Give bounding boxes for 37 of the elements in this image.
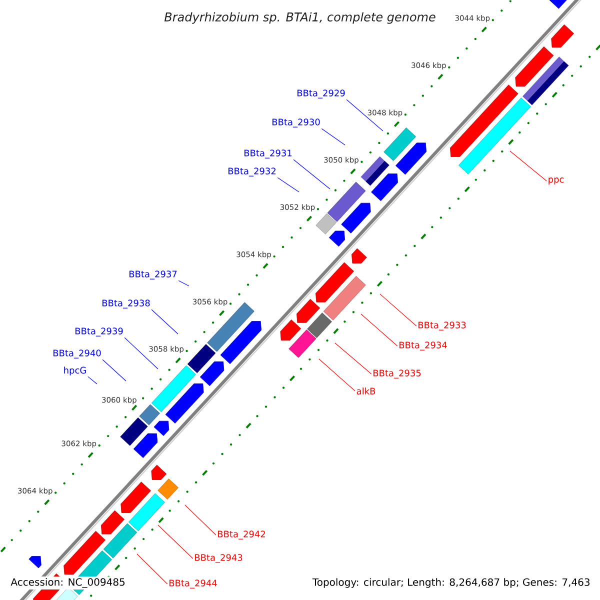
leader-line: [318, 358, 356, 392]
footer-text: Topology: circular; Length: 8,264,687 bp; Genes: 7,463: [310, 576, 592, 590]
leader-line: [321, 128, 346, 146]
leader-line: [277, 177, 300, 192]
leader-line: [136, 554, 168, 584]
leader-line: [184, 504, 216, 536]
leader-line: [360, 314, 398, 346]
gene-label: BBta_2940: [53, 350, 101, 358]
leader-line: [158, 524, 194, 559]
gene-label: BBta_2931: [244, 150, 292, 158]
leader-line: [510, 150, 547, 182]
gene-label: BBta_2938: [102, 300, 150, 308]
leader-line: [334, 342, 372, 374]
gene-label: BBta_2932: [228, 168, 276, 176]
leader-line: [346, 99, 384, 132]
gene-label: ppc: [548, 178, 564, 184]
leader-line: [380, 294, 417, 326]
gene-label: BBta_2929: [297, 90, 345, 98]
leader-line: [124, 337, 158, 370]
gene-label: BBta_2944: [169, 580, 217, 588]
gene-label: BBta_2933: [418, 322, 466, 330]
title: Bradyrhizobium sp. BTAi1, complete genome: [164, 12, 436, 24]
leader-line: [178, 280, 190, 286]
leader-line: [293, 159, 330, 190]
gene-label: hpcG: [64, 366, 86, 376]
gene-label: BBta_2934: [399, 342, 447, 350]
gene-label: BBta_2937: [129, 270, 177, 280]
leader-line: [151, 309, 178, 334]
gene-label: BBta_2935: [373, 370, 421, 378]
footer-text: Accession: NC_009485: [9, 576, 127, 590]
gene-label: BBta_2942: [218, 530, 265, 540]
gene-label: alkB: [356, 388, 376, 394]
gene-label: BBta_2943: [194, 554, 242, 563]
leader-line: [88, 376, 98, 384]
gene-label: BBta_2930: [272, 118, 320, 128]
gene-label: BBta_2939: [75, 328, 123, 336]
leader-line: [102, 359, 126, 382]
